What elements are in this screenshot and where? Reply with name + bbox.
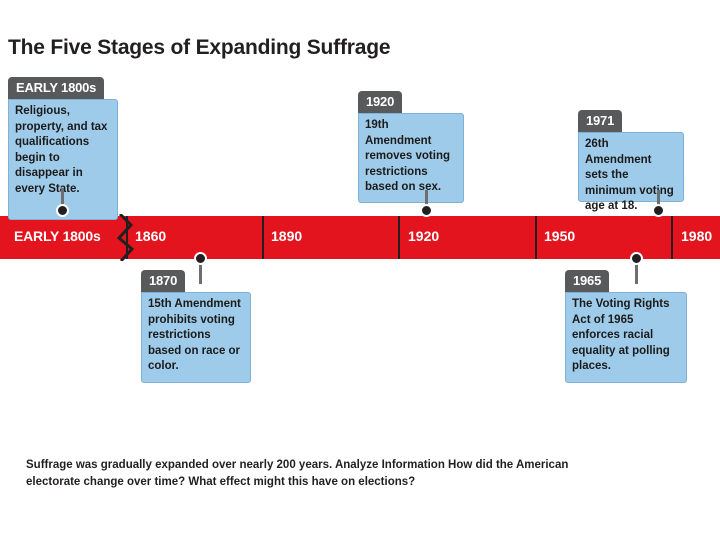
callout-1965-header: 1965: [565, 270, 610, 292]
timeline-axis-label-1860: 1860: [135, 228, 167, 244]
timeline-tick-1860: [126, 216, 128, 259]
page-title: The Five Stages of Expanding Suffrage: [8, 36, 391, 59]
callout-1965-body: The Voting Rights Act of 1965 enforces r…: [565, 292, 687, 383]
callout-1971: 1971 26th Amendment sets the minimum vot…: [578, 110, 684, 212]
caption-text: Suffrage was gradually expanded over nea…: [26, 459, 569, 488]
callout-1870-header: 1870: [141, 270, 186, 292]
pin-1971: [652, 190, 665, 220]
timeline-bar: [0, 216, 720, 259]
timeline-break-squiggle: [116, 214, 135, 261]
callout-1920: 1920 19th Amendment removes voting restr…: [358, 91, 464, 203]
timeline-tick-1890: [262, 216, 264, 259]
timeline-axis-label-1920: 1920: [408, 228, 440, 244]
pin-1920: [420, 190, 433, 220]
pin-1965: [630, 252, 643, 284]
callout-1971-header: 1971: [578, 110, 623, 132]
timeline-axis-label-1890: 1890: [271, 228, 303, 244]
callout-1971-body: 26th Amendment sets the minimum voting a…: [578, 132, 684, 212]
callout-1920-header: 1920: [358, 91, 403, 113]
callout-1870: 1870 15th Amendment prohibits voting res…: [141, 270, 251, 383]
timeline-tick-1950: [535, 216, 537, 259]
timeline-axis-label-1980: 1980: [681, 228, 713, 244]
callout-1965: 1965 The Voting Rights Act of 1965 enfor…: [565, 270, 687, 383]
callout-early-1800s-header: EARLY 1800s: [8, 77, 105, 99]
timeline-axis-label-1950: 1950: [544, 228, 576, 244]
pin-1870: [194, 252, 207, 284]
callout-1920-body: 19th Amendment removes voting restrictio…: [358, 113, 464, 203]
pin-early-1800s: [56, 188, 69, 220]
timeline-start-label: EARLY 1800s: [14, 228, 101, 244]
callout-1870-body: 15th Amendment prohibits voting restrict…: [141, 292, 251, 383]
timeline-tick-1980: [671, 216, 673, 259]
timeline-tick-1920: [398, 216, 400, 259]
